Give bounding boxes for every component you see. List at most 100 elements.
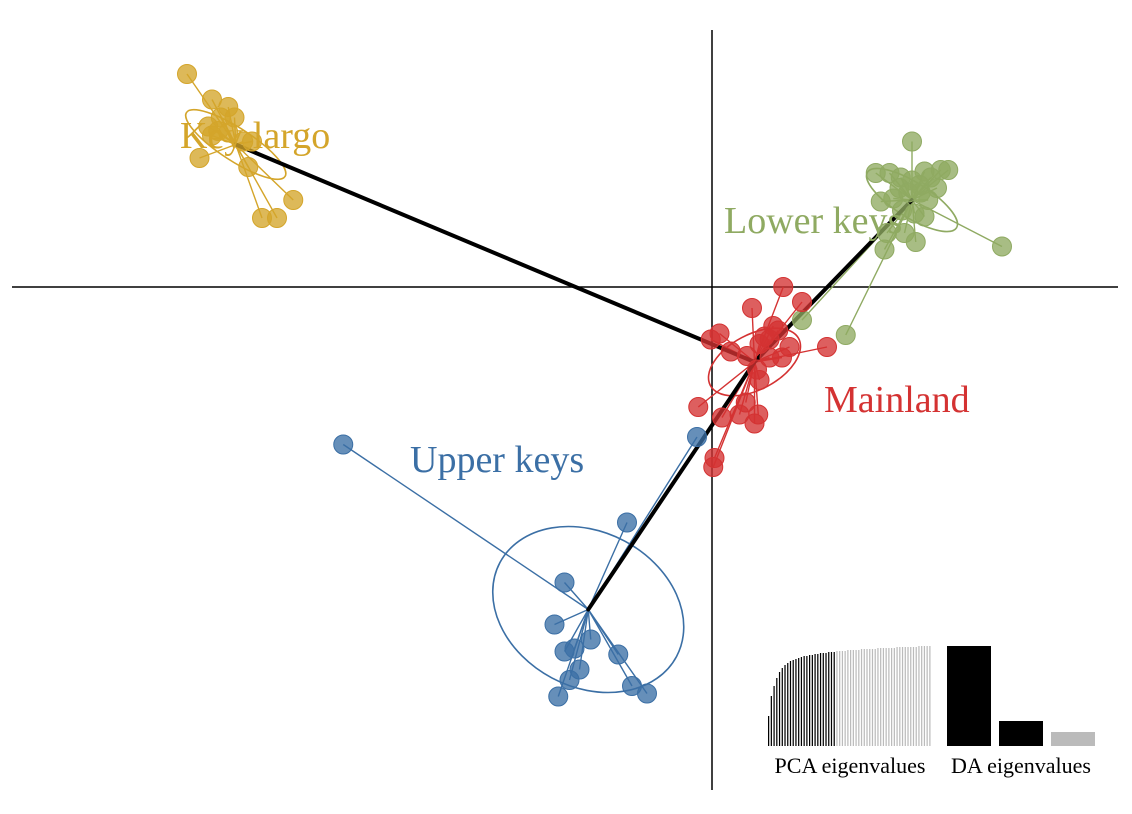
lower-keys-point-25 [792,310,812,330]
pca-eigenvalue-bar-1 [770,696,772,746]
pca-eigenvalue-bar-36 [866,649,868,746]
pca-eigenvalue-bar-4 [778,672,781,746]
pca-eigenvalue-bar-39 [874,649,876,746]
mainland-point-25 [703,457,724,477]
tree-edge-0 [233,142,757,364]
pca-eigenvalue-bar-31 [852,650,854,746]
upper-keys-spoke-1 [342,443,589,611]
pca-eigenvalues-label: PCA eigenvalues [775,753,926,778]
pca-eigenvalue-bar-35 [863,649,865,746]
pca-eigenvalue-bar-55 [918,646,920,746]
upper-keys-point-1 [333,434,354,455]
pca-eigenvalue-bar-13 [803,656,805,746]
pca-eigenvalue-bar-49 [901,647,904,746]
upper-keys-point-2 [617,512,637,533]
upper-keys-spoke-2 [587,522,628,610]
pca-eigenvalue-bar-12 [800,657,803,746]
pca-eigenvalue-bar-24 [833,652,835,746]
pca-eigenvalue-bar-43 [885,648,887,746]
data-points [177,64,1012,707]
mainland-point-15 [772,347,792,368]
pca-eigenvalue-bar-53 [912,647,915,746]
pca-eigenvalue-bar-2 [773,686,775,746]
pca-eigenvalue-bar-5 [781,668,783,746]
key-largo-point-13 [283,190,304,210]
mainland-point-2 [742,298,762,318]
pca-eigenvalue-bar-27 [841,651,844,746]
lower-keys-point-23 [874,239,895,260]
lower-keys-point-6 [938,160,959,180]
da-eigenvalue-bar-0 [947,646,991,746]
upper-keys-point-4 [544,614,565,635]
pca-eigenvalue-bar-16 [811,655,813,746]
lower-keys-label: Lower keys [724,200,902,242]
upper-keys-point-10 [559,670,580,690]
pca-eigenvalue-bar-23 [830,652,833,746]
pca-eigenvalue-bar-58 [926,646,928,746]
pca-eigenvalue-bar-52 [910,647,912,746]
lower-keys-point-24 [992,236,1012,257]
pca-eigenvalue-bar-30 [850,650,852,746]
pca-eigenvalue-bar-45 [891,648,893,746]
mainland-point-1 [792,292,812,312]
pca-eigenvalue-bar-3 [776,678,778,746]
upper-keys-point-0 [687,427,707,447]
key-largo-spoke-14 [235,144,263,219]
pca-eigenvalue-bar-54 [915,647,917,746]
key-largo-point-8 [202,125,222,146]
key-largo-point-0 [177,64,197,84]
pca-eigenvalue-bar-44 [888,648,890,746]
pca-eigenvalue-bar-17 [814,654,816,746]
pca-eigenvalue-bar-33 [858,650,860,746]
mainland-spoke-22 [697,361,755,408]
lower-keys-point-19 [914,206,935,227]
pca-eigenvalue-bar-32 [855,650,857,746]
key-largo-spoke-15 [235,144,278,219]
pca-eigenvalue-bar-6 [784,665,786,746]
mainland-point-8 [700,329,721,350]
mainland-point-11 [817,337,837,357]
pca-eigenvalue-bar-41 [880,648,882,746]
pca-eigenvalue-bar-34 [860,649,863,746]
pca-eigenvalue-bar-37 [869,649,871,746]
pca-eigenvalue-bars [768,646,931,746]
pca-eigenvalue-bar-40 [877,648,879,746]
mainland-point-23 [744,413,765,434]
pca-eigenvalue-bar-28 [844,651,846,746]
pca-eigenvalue-bar-8 [789,661,792,746]
pca-eigenvalue-bar-50 [904,647,906,746]
da-eigenvalues-label: DA eigenvalues [951,753,1091,778]
pca-eigenvalue-bar-22 [828,652,830,746]
pca-eigenvalue-bar-7 [787,663,789,746]
pca-eigenvalue-bar-51 [907,647,909,746]
key-largo-point-15 [267,208,287,228]
pca-eigenvalue-bar-9 [792,660,794,746]
da-eigenvalue-bar-1 [999,721,1043,746]
axes [12,30,1118,790]
key-largo-spoke-13 [235,143,294,201]
pca-eigenvalue-bar-57 [923,646,926,746]
upper-keys-spoke-11 [587,609,633,687]
upper-keys-point-5 [580,629,601,650]
lower-keys-spoke-26 [845,199,913,336]
tree-edge-2 [586,360,757,612]
upper-keys-point-8 [608,644,629,665]
mainland-ellipse [707,327,802,397]
mainland-point-17 [749,370,770,390]
lower-keys-point-26 [835,325,856,345]
da-eigenvalue-bar-2 [1051,732,1095,746]
pca-eigenvalues-inset: PCA eigenvalues [768,646,931,778]
mainland-point-19 [712,407,732,428]
pca-eigenvalue-bar-48 [899,647,901,746]
upper-keys-label: Upper keys [410,439,584,481]
pca-eigenvalue-bar-29 [847,650,849,746]
key-largo-label: Key largo [180,115,330,157]
pca-eigenvalue-bar-25 [836,651,838,746]
upper-keys-point-7 [554,641,575,662]
da-eigenvalue-bars [947,646,1095,746]
pca-eigenvalue-bar-26 [839,651,841,746]
pca-eigenvalue-bar-10 [795,659,797,746]
pca-eigenvalue-bar-18 [817,654,819,746]
